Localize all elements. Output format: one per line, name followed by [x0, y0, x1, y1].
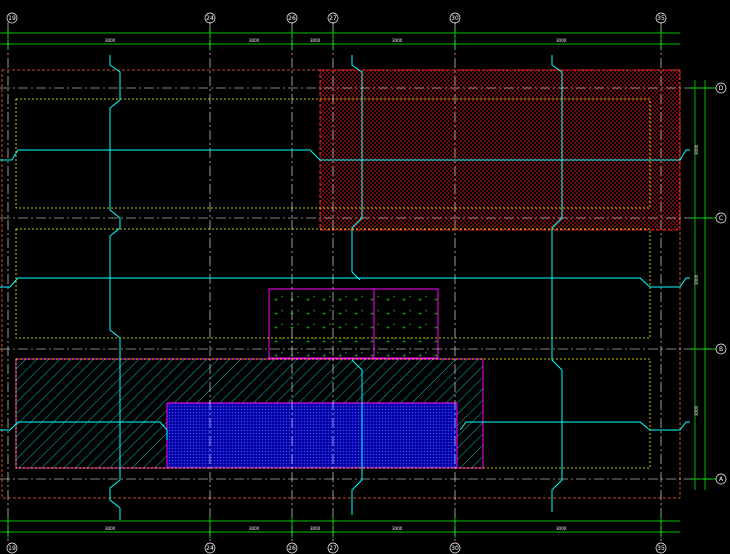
- axis-label-bottom: 24: [206, 545, 214, 552]
- dimension-texts: 3000 3000 3000 3000 3000 3000 3000 3000 …: [105, 38, 699, 531]
- site-boundary: [1, 69, 681, 499]
- dim-text-top: 3000: [556, 38, 567, 43]
- dim-text-top: 3000: [392, 38, 403, 43]
- dim-text-right: 3000: [694, 144, 699, 155]
- dim-text-bottom: 3000: [392, 526, 403, 531]
- dim-text-bottom: 3000: [556, 526, 567, 531]
- dim-text-bottom: 3000: [105, 526, 116, 531]
- axis-label-top: 27: [329, 15, 337, 22]
- axis-label-top: 35: [657, 15, 665, 22]
- dim-text-right: 3000: [694, 405, 699, 416]
- zone-green-dotted[interactable]: [268, 288, 439, 359]
- dim-text-bottom: 3000: [249, 526, 260, 531]
- axis-label-top: 30: [451, 15, 459, 22]
- dim-text-bottom: 3000: [310, 526, 321, 531]
- axis-label-bottom: 19: [8, 545, 16, 552]
- dimension-lines: [0, 28, 716, 538]
- axis-label-right: C: [719, 215, 723, 222]
- axis-label-bottom: 30: [451, 545, 459, 552]
- zone-red-dotted[interactable]: [319, 69, 681, 231]
- axis-label-right: A: [719, 476, 724, 483]
- dim-text-top: 3000: [310, 38, 321, 43]
- axis-label-right: B: [719, 346, 723, 353]
- axis-label-top: 24: [206, 15, 214, 22]
- bottom-axis-bubbles: 19 24 26 27 30 35: [6, 542, 667, 554]
- axis-label-top: 19: [8, 15, 16, 22]
- pipe-routes: [0, 55, 690, 520]
- dim-text-top: 3000: [105, 38, 116, 43]
- axis-label-bottom: 27: [329, 545, 337, 552]
- dim-text-top: 3000: [249, 38, 260, 43]
- right-axis-bubbles: D C B A: [715, 82, 727, 485]
- axis-label-top: 26: [288, 15, 296, 22]
- horizontal-axis-lines: [0, 87, 716, 480]
- axis-label-bottom: 26: [288, 545, 296, 552]
- axis-label-right: D: [719, 85, 724, 92]
- zone-blue-dotted[interactable]: [166, 402, 458, 469]
- axis-label-bottom: 35: [657, 545, 665, 552]
- dim-text-right: 3000: [694, 274, 699, 285]
- vertical-axis-lines: [7, 22, 662, 544]
- top-axis-bubbles: 19 24 26 27 30 35: [6, 12, 667, 24]
